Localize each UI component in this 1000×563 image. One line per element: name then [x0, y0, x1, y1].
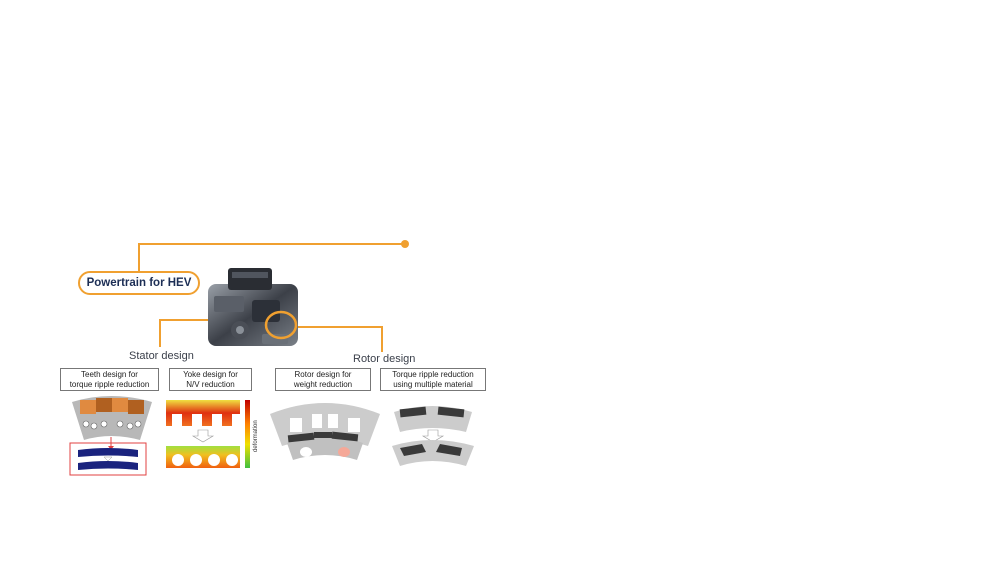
motor-highlight-ring — [264, 310, 298, 340]
teeth-design-figure — [69, 396, 152, 476]
rotor-weight-label: Rotor design for weight reduction — [275, 368, 371, 391]
rotor-multimaterial-figure — [392, 406, 474, 466]
teeth-design-label: Teeth design for torque ripple reduction — [60, 368, 159, 391]
deformation-colorbar — [245, 400, 250, 468]
colorbar-label: deformation — [253, 420, 259, 452]
rotor-ripple-label: Torque ripple reduction using multiple m… — [380, 368, 486, 391]
powertrain-engine-image — [208, 268, 298, 346]
stator-design-heading: Stator design — [129, 350, 194, 362]
rotor-weight-figure — [270, 403, 380, 460]
yoke-design-figure — [166, 400, 250, 468]
yoke-design-label: Yoke design for N/V reduction — [169, 368, 252, 391]
teeth-detail-frame — [69, 442, 147, 476]
powertrain-hev-label: Powertrain for HEV — [78, 271, 200, 295]
rotor-design-heading: Rotor design — [353, 353, 416, 365]
connector-endpoint-dot — [401, 240, 409, 248]
